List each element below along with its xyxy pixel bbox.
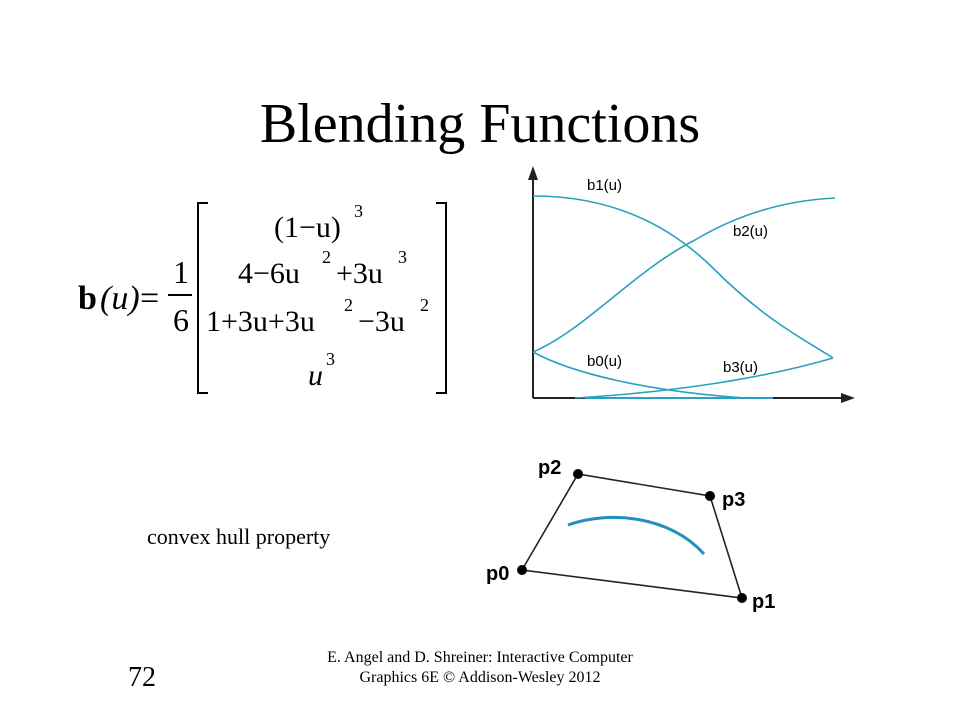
matrix-row-2-mid: +3u: [336, 257, 383, 290]
matrix-row-3-exp-b: 2: [420, 295, 429, 315]
blending-graph: b1(u) b2(u) b0(u) b3(u): [528, 166, 855, 403]
slide-number: 72: [128, 662, 156, 693]
x-axis-arrow: [841, 393, 855, 403]
point-p2: [573, 469, 583, 479]
curve-b2: [532, 197, 836, 353]
matrix-row-3-mid: −3u: [358, 305, 405, 338]
right-bracket: [436, 202, 447, 394]
convex-hull-diagram: p0 p2 p3 p1: [486, 457, 775, 613]
footer-credit: E. Angel and D. Shreiner: Interactive Co…: [292, 648, 668, 688]
matrix-row-2-exp-b: 3: [398, 247, 407, 267]
matrix-row-4: u: [308, 359, 323, 392]
label-b3: b3(u): [723, 359, 758, 376]
formula-lhs-bold: b: [78, 280, 97, 317]
convex-hull-label: convex hull property: [147, 524, 331, 549]
label-p0: p0: [486, 563, 509, 585]
footer-line-1: E. Angel and D. Shreiner: Interactive Co…: [327, 649, 633, 666]
formula-frac-den: 6: [173, 302, 189, 338]
blending-formula: b (u) = 1 6 (1−u) 3 4−6u 2 +3u 3 1+3u+3u…: [78, 201, 447, 394]
matrix-row-2: 4−6u: [238, 257, 300, 290]
curve-b0: [532, 351, 746, 399]
label-p1: p1: [752, 591, 775, 613]
point-p3: [705, 491, 715, 501]
matrix-row-3: 1+3u+3u: [206, 305, 315, 338]
point-p0: [517, 565, 527, 575]
label-p3: p3: [722, 489, 745, 511]
label-b0: b0(u): [587, 353, 622, 370]
matrix-row-3-exp-a: 2: [344, 295, 353, 315]
matrix-row-1: (1−u): [274, 211, 341, 244]
hull-curve: [567, 515, 706, 556]
matrix-row-4-exp: 3: [326, 349, 335, 369]
formula-equals: =: [140, 280, 159, 317]
label-p2: p2: [538, 457, 561, 479]
slide-title: Blending Functions: [259, 93, 701, 155]
footer-line-2: Graphics 6E © Addison-Wesley 2012: [359, 669, 601, 686]
matrix-row-2-exp-a: 2: [322, 247, 331, 267]
formula-lhs-arg: (u): [100, 280, 140, 317]
label-b2: b2(u): [733, 223, 768, 240]
y-axis-arrow: [528, 166, 538, 180]
matrix-row-1-exp: 3: [354, 201, 363, 221]
label-b1: b1(u): [587, 177, 622, 194]
left-bracket: [197, 202, 208, 394]
curve-b3: [574, 357, 834, 399]
formula-frac-num: 1: [173, 254, 189, 290]
curve-group: [532, 195, 836, 399]
point-p1: [737, 593, 747, 603]
curve-b1: [532, 195, 834, 359]
